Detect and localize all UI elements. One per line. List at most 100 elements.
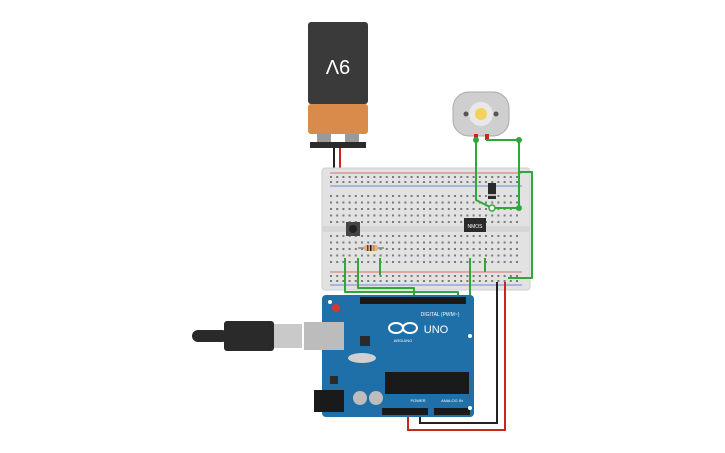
breadboard-hole <box>392 195 394 197</box>
breadboard-hole <box>398 241 401 244</box>
breadboard-hole <box>330 241 332 244</box>
breadboard-hole <box>485 235 487 237</box>
power-header[interactable] <box>382 408 428 415</box>
breadboard-hole <box>379 241 382 244</box>
breadboard-center-channel <box>322 226 530 232</box>
wire-motor-to-drain[interactable] <box>475 140 493 209</box>
usb-cable[interactable] <box>192 321 302 351</box>
breadboard-hole <box>354 261 357 263</box>
breadboard-hole <box>491 261 494 263</box>
breadboard-hole <box>503 275 506 277</box>
breadboard-hole <box>509 214 512 217</box>
breadboard-hole <box>497 235 500 237</box>
breadboard-hole <box>410 261 413 263</box>
breadboard-hole <box>392 261 394 263</box>
resistor-band-3 <box>373 245 375 251</box>
breadboard[interactable] <box>321 167 531 291</box>
breadboard-hole <box>392 254 394 257</box>
breadboard-hole <box>354 254 357 257</box>
analog-header[interactable] <box>434 408 470 415</box>
diode[interactable] <box>488 183 496 199</box>
arduino-uno[interactable]: DIGITAL (PWM~) UNO ARDUINO POWER ANALOG … <box>304 295 474 417</box>
resistor[interactable] <box>358 245 384 251</box>
reset-button[interactable] <box>332 304 340 312</box>
breadboard-hole <box>497 280 500 282</box>
breadboard-hole <box>472 214 475 217</box>
breadboard-hole <box>472 254 475 257</box>
motor-terminal-2 <box>485 134 489 140</box>
breadboard-hole <box>460 176 463 178</box>
breadboard-hole <box>454 195 456 197</box>
breadboard-hole <box>330 176 332 178</box>
battery-9v[interactable]: 9V <box>308 22 368 148</box>
breadboard-hole <box>491 221 494 223</box>
breadboard-hole <box>491 254 494 257</box>
breadboard-hole <box>336 195 339 197</box>
breadboard-hole <box>416 248 419 250</box>
breadboard-hole <box>342 248 345 250</box>
breadboard-hole <box>485 280 487 282</box>
breadboard-hole <box>354 181 357 183</box>
wire-motor-to-rail[interactable] <box>508 140 533 279</box>
breadboard-hole <box>497 195 500 197</box>
breadboard-hole <box>398 214 401 217</box>
breadboard-hole <box>398 280 401 282</box>
wire-black-gnd[interactable] <box>419 282 498 424</box>
battery-top-body <box>308 22 368 104</box>
usb-plug-housing <box>224 321 274 351</box>
breadboard-hole <box>472 176 475 178</box>
breadboard-hole <box>447 275 450 277</box>
analog-label: ANALOG IN <box>441 398 463 403</box>
breadboard-hole <box>379 280 382 282</box>
breadboard-hole <box>361 275 363 277</box>
breadboard-hole <box>398 235 401 237</box>
breadboard-hole <box>435 248 438 250</box>
breadboard-hole <box>435 176 438 178</box>
breadboard-hole <box>503 201 506 204</box>
breadboard-hole <box>404 275 407 277</box>
breadboard-hole <box>497 214 500 217</box>
wire-red-5v[interactable] <box>407 282 506 431</box>
breadboard-hole <box>367 181 370 183</box>
board-name: UNO <box>424 324 449 336</box>
breadboard-hole <box>509 261 512 263</box>
breadboard-hole <box>348 195 351 197</box>
wire-motor-to-diode[interactable] <box>486 139 520 209</box>
breadboard-hole <box>404 254 407 257</box>
breadboard-hole <box>354 248 357 250</box>
nmos-transistor[interactable]: NMOS <box>464 218 486 232</box>
wires-green[interactable] <box>344 139 533 298</box>
breadboard-hole <box>441 261 444 263</box>
breadboard-hole <box>373 254 376 257</box>
breadboard-hole <box>354 201 357 204</box>
breadboard-hole <box>416 221 419 223</box>
breadboard-hole <box>460 241 463 244</box>
wire-joint-4 <box>516 205 522 211</box>
dc-motor[interactable] <box>452 91 510 140</box>
pushbutton[interactable] <box>346 222 360 236</box>
breadboard-hole <box>460 201 463 204</box>
breadboard-hole <box>410 181 413 183</box>
breadboard-hole <box>336 235 339 237</box>
breadboard-hole <box>410 275 413 277</box>
wire-resistor-to-pin[interactable] <box>357 258 415 298</box>
breadboard-hole <box>348 181 351 183</box>
breadboard-hole <box>516 201 518 204</box>
breadboard-hole <box>423 261 425 263</box>
breadboard-hole <box>354 195 357 197</box>
breadboard-hole <box>367 241 370 244</box>
breadboard-hole <box>485 195 487 197</box>
breadboard-hole <box>485 208 487 210</box>
breadboard-hole <box>404 280 407 282</box>
breadboard-hole <box>398 254 401 257</box>
breadboard-hole <box>509 201 512 204</box>
breadboard-hole <box>348 254 351 257</box>
breadboard-hole <box>460 195 463 197</box>
breadboard-hole <box>354 280 357 282</box>
breadboard-hole <box>354 241 357 244</box>
digital-header[interactable] <box>360 297 466 304</box>
breadboard-hole <box>404 214 407 217</box>
breadboard-hole <box>516 221 518 223</box>
breadboard-hole <box>348 280 351 282</box>
